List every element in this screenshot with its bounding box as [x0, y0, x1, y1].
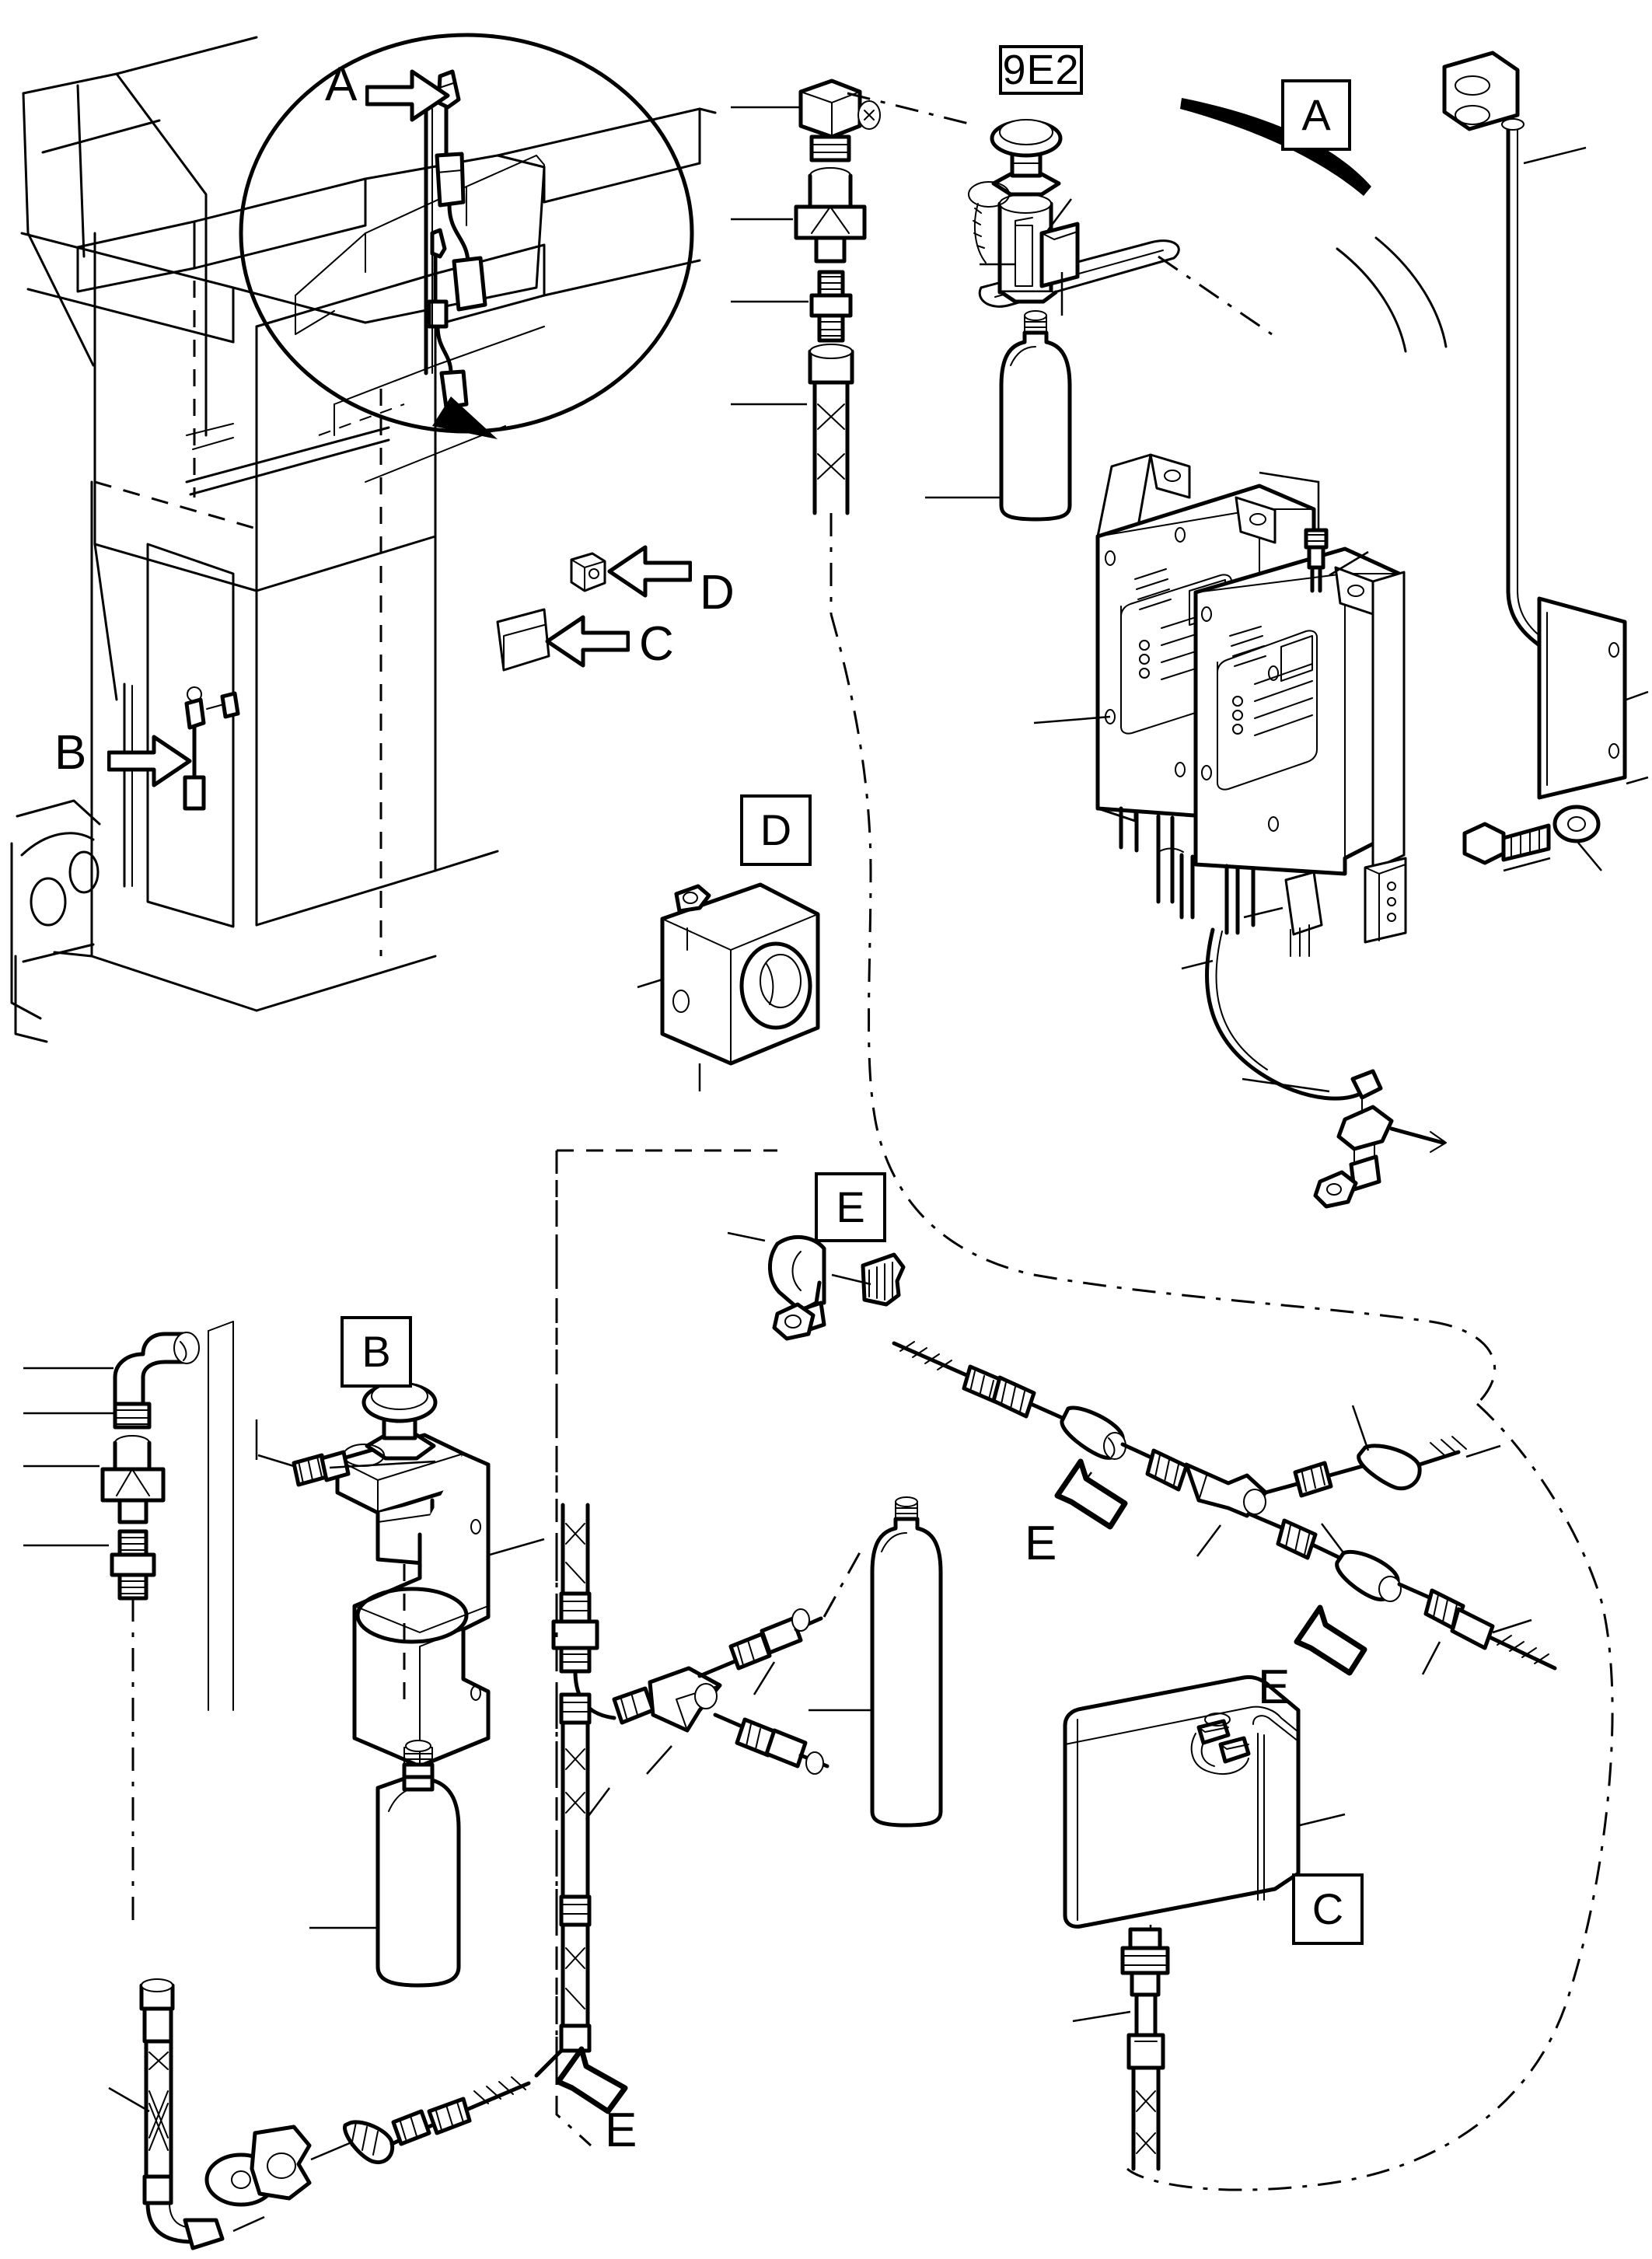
bottom-middle-hose-tee	[391, 1496, 943, 2146]
callout-letter-d: D	[700, 566, 735, 620]
battery-terminals	[1190, 1713, 1251, 1775]
section-box-b: B	[341, 1316, 412, 1388]
arrow-up-left-icon-e1	[1054, 1458, 1128, 1530]
detail-b-assembly	[23, 1321, 545, 1988]
callout-letter-e1: E	[1025, 1517, 1057, 1570]
b-actuator-bracket	[255, 1381, 545, 1988]
cab-item-b-actuator	[183, 686, 240, 811]
rod-and-plate-assembly	[1180, 51, 1649, 800]
arrow-right-icon-b	[107, 735, 192, 787]
harness-clamp	[1242, 1069, 1447, 1209]
arrow-left-icon-d	[607, 545, 692, 598]
section-box-d-label: D	[760, 805, 792, 854]
callout-letter-a: A	[325, 58, 358, 111]
detail-c-battery	[1063, 1675, 1346, 2171]
detail-bubble-a	[239, 33, 694, 483]
section-box-c: C	[1292, 1873, 1364, 1945]
section-box-a: A	[1281, 79, 1351, 151]
page-code-box: 9E2	[999, 45, 1083, 95]
page-code-text: 9E2	[1002, 47, 1080, 93]
top-fitting-stack	[731, 79, 881, 614]
callout-letter-e2: E	[1258, 1660, 1291, 1714]
arrow-up-left-icon-e2	[1294, 1604, 1367, 1676]
cab-nozzle-small	[427, 228, 469, 410]
control-box-assembly	[1033, 453, 1602, 1209]
bolt-washer-right	[1462, 805, 1602, 872]
callout-letter-c: C	[639, 617, 674, 671]
section-box-d: D	[740, 794, 812, 866]
callout-letter-b: B	[54, 726, 87, 780]
arrow-up-left-icon-e3	[555, 2046, 628, 2114]
section-box-b-label: B	[361, 1327, 391, 1376]
cab-overview-group	[10, 36, 717, 1043]
cab-item-c-bracket	[496, 608, 550, 672]
cab-item-d-block	[570, 552, 606, 592]
section-box-e-label: E	[836, 1182, 865, 1231]
top-actuator-assembly	[847, 92, 1273, 336]
section-box-e: E	[815, 1172, 886, 1242]
callout-letter-e3: E	[605, 2104, 637, 2157]
detail-e-clamp	[727, 1231, 906, 1341]
arrow-right-icon	[365, 69, 450, 122]
gas-cartridge-top	[925, 310, 1072, 522]
section-box-a-label: A	[1301, 90, 1331, 139]
center-hose-run	[892, 1341, 1614, 2191]
section-box-c-label: C	[1311, 1884, 1344, 1933]
arrow-left-icon-c	[545, 615, 630, 668]
bottom-left-hose	[108, 1978, 531, 2250]
detail-d-assembly	[637, 882, 820, 1091]
